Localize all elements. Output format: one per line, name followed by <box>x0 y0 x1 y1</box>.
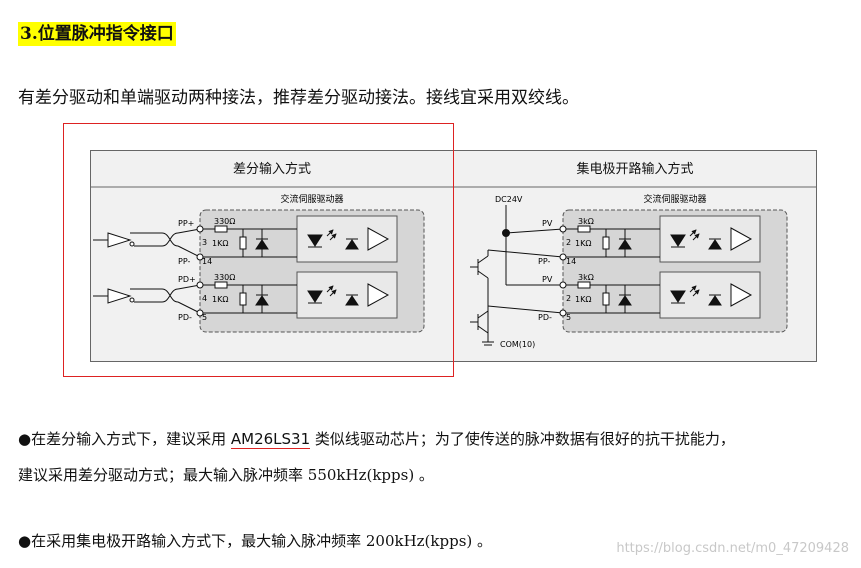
svg-text:3kΩ: 3kΩ <box>578 273 594 282</box>
svg-text:330Ω: 330Ω <box>214 273 235 282</box>
svg-text:1KΩ: 1KΩ <box>575 239 591 248</box>
svg-text:14: 14 <box>202 257 212 266</box>
bullet-2: ●在采用集电极开路输入方式下，最大输入脉冲频率 200kHz(kpps) 。 <box>18 532 493 550</box>
svg-text:4: 4 <box>202 294 207 303</box>
intro-text: 有差分驱动和单端驱动两种接法，推荐差分驱动接法。接线宜采用双绞线。 <box>18 88 579 108</box>
svg-text:2: 2 <box>566 238 571 247</box>
right-driver-label: 交流伺服驱动器 <box>643 193 706 205</box>
com-label: COM(10) <box>500 340 535 349</box>
svg-text:PV: PV <box>542 275 553 284</box>
svg-text:1KΩ: 1KΩ <box>212 239 228 248</box>
section-title: 3.位置脉冲指令接口 <box>18 22 176 46</box>
svg-text:5: 5 <box>202 313 207 322</box>
svg-text:PD+: PD+ <box>178 275 196 284</box>
svg-text:1KΩ: 1KΩ <box>212 295 228 304</box>
svg-text:14: 14 <box>566 257 576 266</box>
right-header: 集电极开路输入方式 <box>576 161 693 177</box>
svg-text:PP-: PP- <box>178 257 190 266</box>
svg-text:1KΩ: 1KΩ <box>575 295 591 304</box>
dc24v-label: DC24V <box>495 195 523 204</box>
highlight-box <box>63 123 454 377</box>
svg-text:PV: PV <box>542 219 553 228</box>
svg-text:3: 3 <box>202 238 207 247</box>
svg-text:330Ω: 330Ω <box>214 217 235 226</box>
svg-text:PP-: PP- <box>538 257 550 266</box>
watermark: https://blog.csdn.net/m0_47209428 <box>616 541 849 556</box>
bullet-1-line2: 建议采用差分驱动方式；最大输入脉冲频率 550kHz(kpps) 。 <box>18 466 434 484</box>
chip-name: AM26LS31 <box>230 430 311 449</box>
svg-text:PD-: PD- <box>538 313 552 322</box>
svg-text:5: 5 <box>566 313 571 322</box>
svg-text:PD-: PD- <box>178 313 192 322</box>
left-driver-label: 交流伺服驱动器 <box>280 193 343 205</box>
svg-text:3kΩ: 3kΩ <box>578 217 594 226</box>
svg-text:PP+: PP+ <box>178 219 194 228</box>
wiring-diagram: 差分输入方式 集电极开路输入方式 交流伺服驱动器 PP+ PP- PD+ PD-… <box>90 150 817 362</box>
left-header: 差分输入方式 <box>233 161 311 177</box>
bullet-1: ●在差分输入方式下，建议采用 AM26LS31 类似线驱动芯片；为了使传送的脉冲… <box>18 430 735 449</box>
svg-text:2: 2 <box>566 294 571 303</box>
